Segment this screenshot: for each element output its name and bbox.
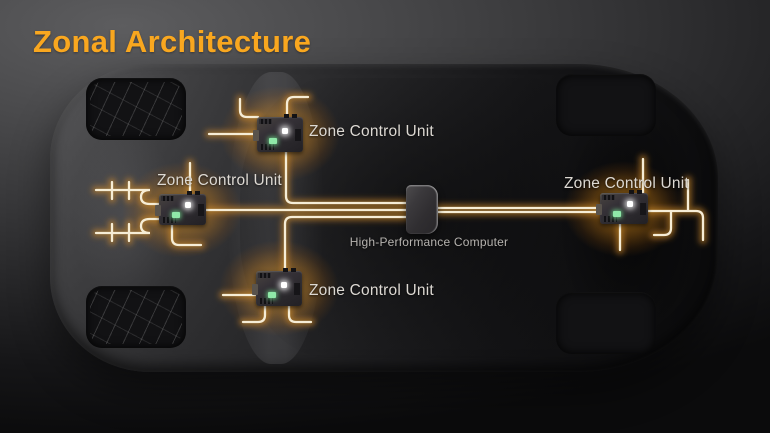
connector-tab-icon (253, 129, 259, 141)
zcu-right-label: Zone Control Unit (564, 175, 689, 192)
zcu-top-label: Zone Control Unit (309, 123, 434, 140)
status-led-white (185, 202, 191, 208)
status-led-white (627, 201, 633, 207)
connector-icon (602, 216, 617, 222)
pin-icon (283, 268, 288, 272)
status-led-white (281, 282, 287, 288)
connector-tab-icon (596, 203, 602, 215)
pin-icon (629, 190, 634, 194)
pin-icon (284, 114, 289, 118)
front-left-wheel (86, 286, 186, 348)
connector-icon (198, 203, 204, 216)
page-title: Zonal Architecture (33, 24, 312, 59)
front-right-wheel (86, 78, 186, 140)
connector-icon (295, 128, 301, 141)
connector-icon (259, 144, 274, 150)
connector-icon (258, 298, 273, 304)
rear-right-wheel (556, 74, 656, 136)
hpc-label: High-Performance Computer (349, 235, 509, 249)
status-led-green (613, 211, 621, 217)
pin-icon (291, 268, 296, 272)
connector-icon (602, 195, 615, 200)
connector-icon (640, 202, 646, 215)
zcu-module-bottom (252, 268, 302, 306)
connector-icon (294, 282, 300, 295)
pin-icon (187, 191, 192, 195)
zcu-bottom-label: Zone Control Unit (309, 282, 434, 299)
connector-icon (258, 273, 271, 278)
pin-icon (637, 190, 642, 194)
status-led-green (269, 138, 277, 144)
connector-icon (161, 196, 174, 201)
pin-icon (195, 191, 200, 195)
connector-icon (161, 217, 176, 223)
status-led-green (268, 292, 276, 298)
zcu-module-top (253, 114, 303, 152)
connector-icon (259, 119, 272, 124)
zcu-module-right (596, 190, 648, 224)
connector-tab-icon (155, 204, 161, 216)
status-led-white (282, 128, 288, 134)
status-led-green (172, 212, 180, 218)
rear-left-wheel (556, 292, 656, 354)
hpc-module (406, 185, 438, 234)
pin-icon (292, 114, 297, 118)
zcu-module-left (155, 191, 206, 225)
zcu-left-label: Zone Control Unit (157, 172, 282, 189)
connector-tab-icon (252, 283, 258, 295)
